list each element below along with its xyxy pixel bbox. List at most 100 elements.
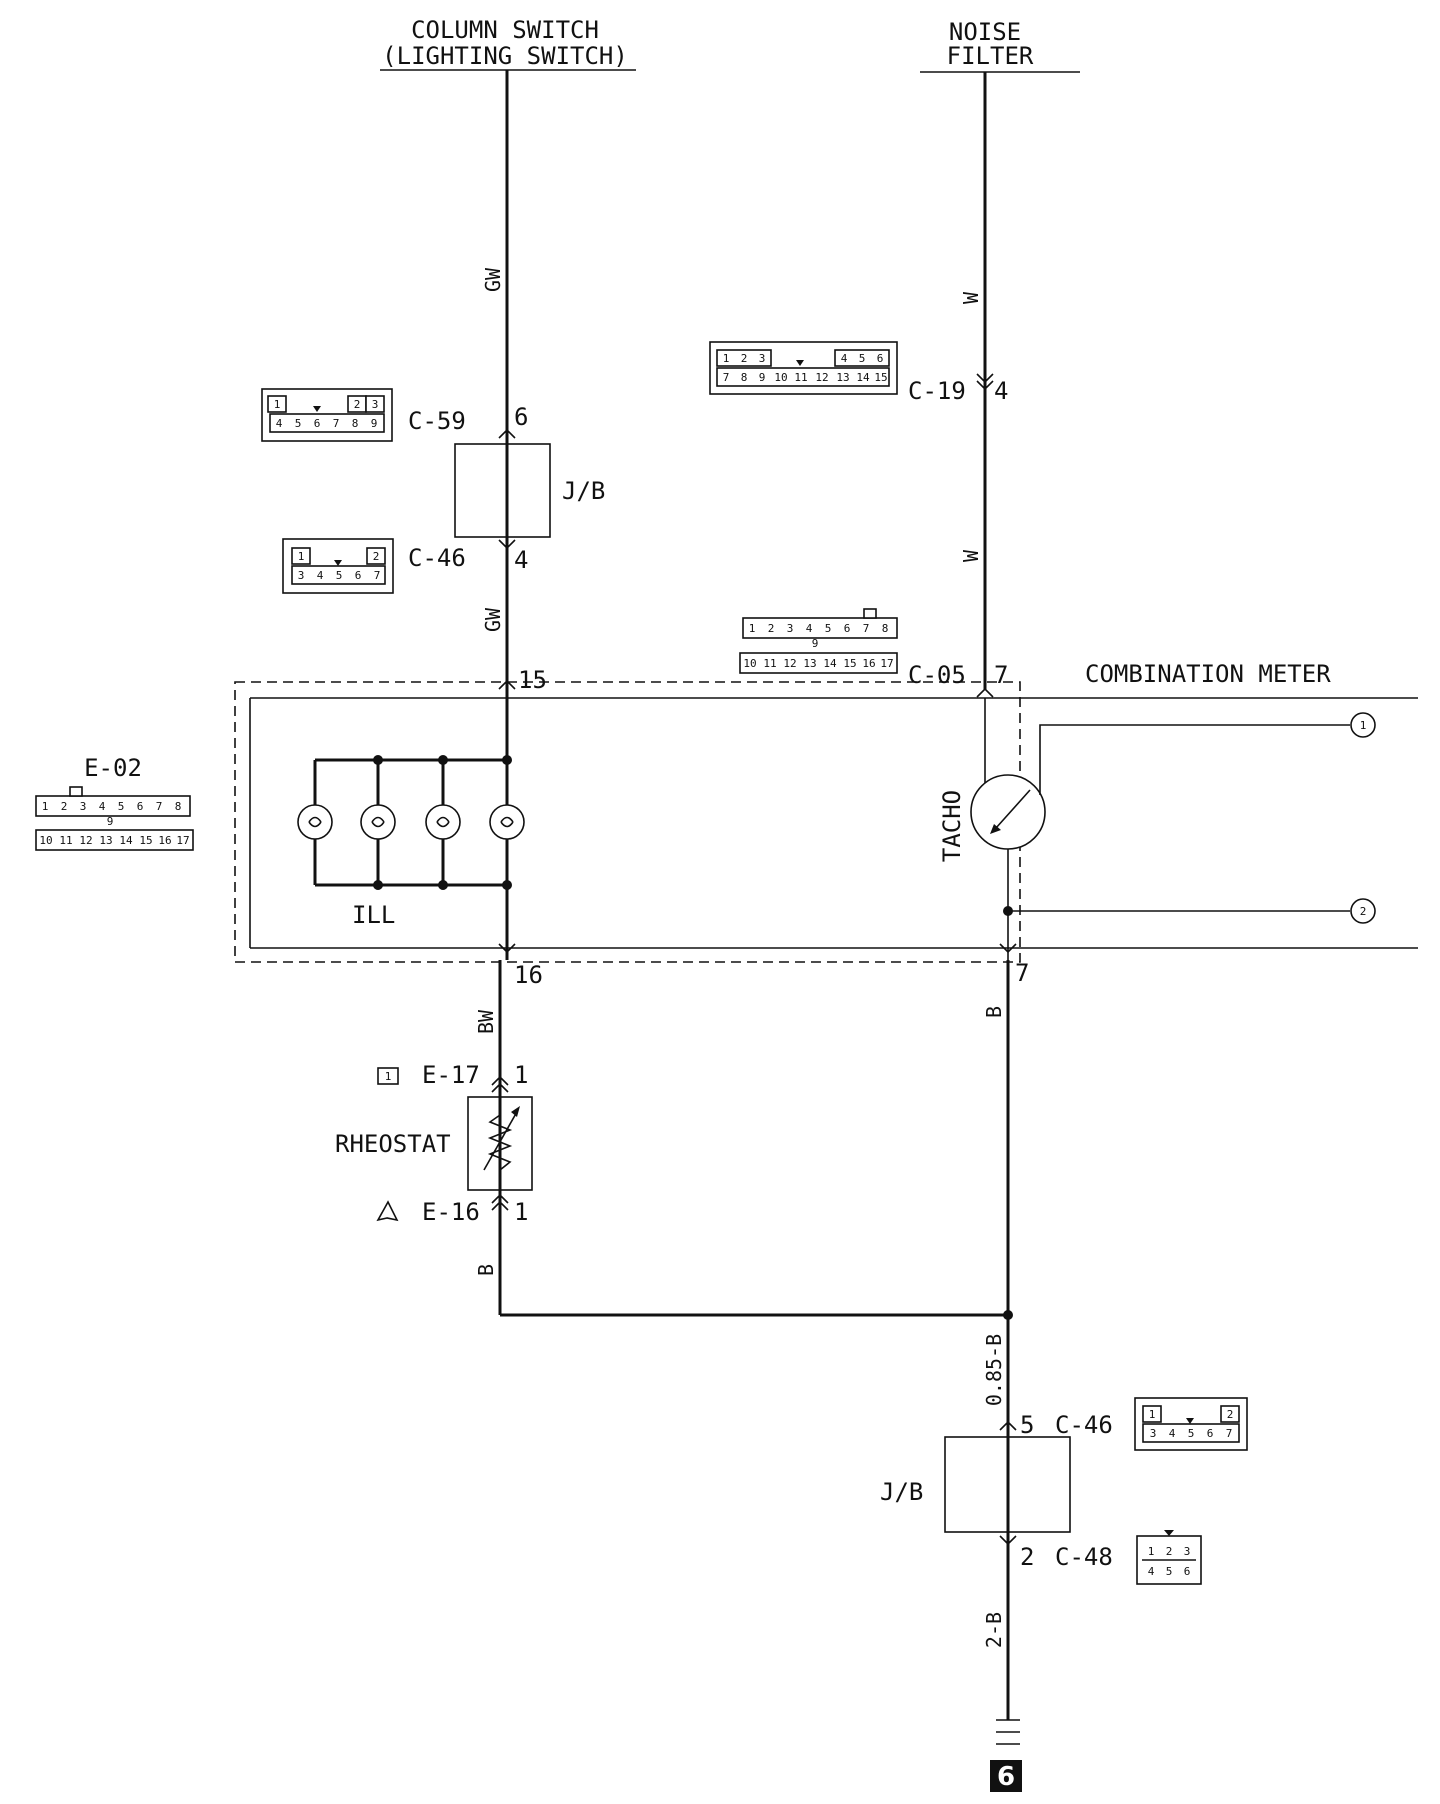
c48-pin-label: 2 [1166, 1545, 1173, 1558]
e02-pin-label: 15 [139, 834, 152, 847]
ill-label: ILL [352, 901, 395, 929]
connector-e17-label: E-17 [422, 1061, 480, 1089]
c59-pin-label: 4 [276, 417, 283, 430]
pin-e17: 1 [514, 1061, 528, 1089]
pin-c48: 2 [1020, 1543, 1034, 1571]
c05-key-tab [863, 608, 877, 619]
c48-pin-label: 4 [1148, 1565, 1155, 1578]
pin-meter-in-right: 7 [994, 661, 1008, 689]
connector-e16-label: E-16 [422, 1198, 480, 1226]
c19-top-left-row [716, 349, 772, 367]
c59-pin-label: 7 [333, 417, 340, 430]
e02-pin-label: 9 [107, 815, 114, 828]
c46-pin-label: 4 [1169, 1427, 1176, 1440]
ill-lamp-2-filament [371, 816, 385, 828]
c05-pin-label: 16 [862, 657, 875, 670]
c48-pin-label: 1 [1148, 1545, 1155, 1558]
c05-top-row [742, 617, 898, 639]
c19-pin-label: 1 [723, 352, 730, 365]
c19-pin-label: 3 [759, 352, 766, 365]
e17-terminal-mark-2 [491, 1082, 509, 1093]
wire-color-b-main: 0.85-B [982, 1334, 1006, 1406]
tachometer: 1 2 TACHO [938, 698, 1376, 960]
c19-pin-label: 14 [856, 371, 870, 384]
c19-pin-label: 5 [859, 352, 866, 365]
ground-point-label: 6 [997, 1762, 1015, 1792]
ref-label-2: 2 [1360, 905, 1367, 918]
c46-pin-label: 6 [1207, 1427, 1214, 1440]
c05-pin-label: 2 [768, 622, 775, 635]
e17-terminal-mark [491, 1075, 509, 1086]
c59-pin-label: 9 [371, 417, 378, 430]
e02-pin-label: 10 [39, 834, 52, 847]
column-switch-header: COLUMN SWITCH (LIGHTING SWITCH) [380, 16, 636, 71]
e16-terminal-mark-2 [491, 1200, 509, 1211]
connector-e02-label: E-02 [84, 754, 142, 782]
c05-pin-label: 9 [812, 637, 819, 650]
pin-c59: 6 [514, 403, 528, 431]
e02-pin-label: 5 [118, 800, 125, 813]
c46-pin-label: 2 [373, 550, 380, 563]
c05-pin-label: 14 [823, 657, 837, 670]
c59-pin-label: 5 [295, 417, 302, 430]
c19-terminal-mark-2 [976, 380, 994, 391]
c05-terminal-mark [976, 687, 994, 698]
connector-face-c46-bottom: 1 2 3 4 5 6 7 [1134, 1397, 1248, 1451]
pin-c46-top: 4 [514, 546, 528, 574]
connector-c48-label: C-48 [1055, 1543, 1113, 1571]
c46-bottom-cell-1 [1142, 1405, 1162, 1423]
c59-cell-1 [267, 395, 287, 413]
c19-pin-label: 7 [723, 371, 730, 384]
meter-out-left-terminal-mark [498, 943, 516, 954]
wire-color-b-right: B [982, 1006, 1006, 1018]
c46-pin-label: 1 [298, 550, 305, 563]
c48-terminal-mark [999, 1535, 1017, 1546]
c19-pin-label: 9 [759, 371, 766, 384]
c46-top-key-mark [334, 560, 342, 566]
rheostat-label: RHEOSTAT [335, 1130, 451, 1158]
e02-pin-label: 11 [59, 834, 72, 847]
connector-face-e02: 1 2 3 4 5 6 7 8 9 10 11 12 13 14 15 16 1… [35, 786, 194, 851]
tacho-junction [1003, 906, 1013, 916]
e02-pin-label: 17 [176, 834, 189, 847]
c05-pin-label: 12 [783, 657, 796, 670]
c46-top-cell-2 [366, 547, 386, 565]
e02-pin-label: 16 [158, 834, 171, 847]
ill-lamp-1 [297, 804, 333, 840]
c19-pin-label: 15 [874, 371, 887, 384]
c05-pin-label: 13 [803, 657, 816, 670]
e02-pin-label: 14 [119, 834, 133, 847]
c59-pin-label: 2 [354, 398, 361, 411]
rheostat-arrow [483, 1109, 519, 1171]
pin-meter-out-left: 16 [514, 961, 543, 989]
c59-pin-label: 1 [274, 398, 281, 411]
ill-lamp-1-filament [308, 816, 322, 828]
connector-face-c05: 1 2 3 4 5 6 7 8 9 10 11 12 13 14 15 16 1… [739, 608, 898, 674]
connector-face-c19: 1 2 3 4 5 6 7 8 9 10 11 12 13 14 15 [709, 341, 898, 395]
noise-filter-label-line2: FILTER [947, 42, 1034, 70]
column-switch-label-line1: COLUMN SWITCH [411, 16, 599, 44]
tacho-needle-tip [990, 824, 1001, 834]
c19-pin-label: 8 [741, 371, 748, 384]
pin-c46-bottom: 5 [1020, 1411, 1034, 1439]
c19-terminal-mark [976, 373, 994, 384]
e02-pin-label: 13 [99, 834, 112, 847]
c05-pin-label: 5 [825, 622, 832, 635]
e02-pin-label: 1 [42, 800, 49, 813]
c59-key-mark [313, 406, 321, 412]
column-switch-label-line2: (LIGHTING SWITCH) [382, 42, 628, 70]
pin-meter-out-right: 7 [1015, 959, 1029, 987]
wire-color-bw: BW [474, 1009, 498, 1034]
junction-block-top [454, 443, 551, 538]
c05-bottom-row [739, 652, 898, 674]
e17-tag-box [377, 1067, 399, 1085]
tacho-ref1-wire [1039, 724, 1350, 795]
c05-pin-label: 10 [743, 657, 756, 670]
ill-lamp-3-filament [436, 816, 450, 828]
c05-pin-label: 15 [843, 657, 856, 670]
c46-pin-label: 2 [1227, 1408, 1234, 1421]
e02-key-tab [69, 786, 83, 797]
wire-color-w-upper: W [959, 291, 983, 304]
ill-junction [438, 880, 448, 890]
noise-filter-label-line1: NOISE [949, 18, 1021, 46]
